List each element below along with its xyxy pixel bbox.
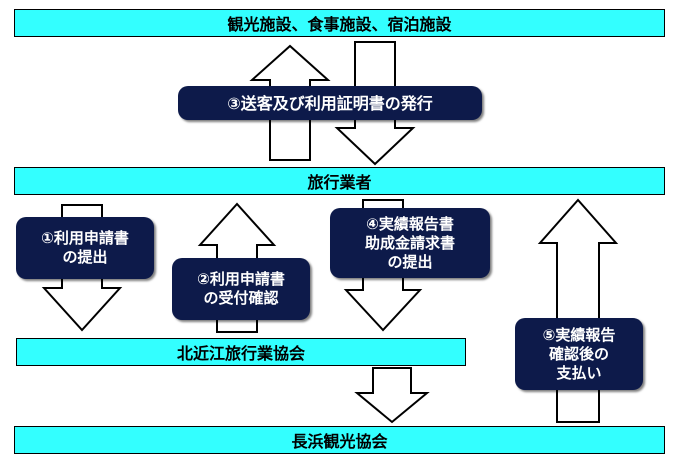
- kita-omi-bar: 北近江旅行業協会: [16, 338, 466, 366]
- step2-label: ②利用申請書 の受付確認: [172, 258, 310, 320]
- travel-agency-bar: 旅行業者: [14, 167, 665, 195]
- step1-label: ①利用申請書 の提出: [16, 217, 154, 279]
- step5-label: ⑤実績報告 確認後の 支払い: [515, 318, 643, 390]
- nagahama-label: 長浜観光協会: [291, 432, 388, 451]
- facilities-bar: 観光施設、食事施設、宿泊施設: [14, 9, 665, 37]
- kita-omi-label: 北近江旅行業協会: [176, 344, 305, 363]
- step4-label: ④実績報告書 助成金請求書 の提出: [330, 208, 490, 278]
- facilities-label: 観光施設、食事施設、宿泊施設: [227, 15, 452, 34]
- travel-agency-label: 旅行業者: [307, 173, 372, 192]
- arrow-down-to-nagahama: [354, 367, 430, 424]
- nagahama-bar: 長浜観光協会: [14, 426, 665, 454]
- step3-label: ③送客及び利用証明書の発行: [178, 86, 482, 120]
